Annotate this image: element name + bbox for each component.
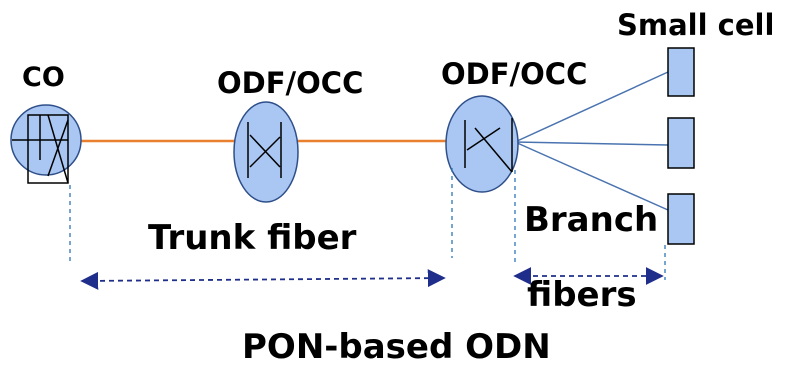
trunk-fiber-label: Trunk fiber	[148, 218, 357, 258]
dashed-guides	[69, 168, 666, 280]
odf-occ-label-1: ODF/OCC	[217, 66, 364, 100]
odf-occ-label-2: ODF/OCC	[441, 57, 588, 91]
odf-occ-node-1	[233, 101, 299, 203]
small-cell-1	[667, 47, 695, 97]
branch-fiber-lines	[514, 71, 669, 211]
diagram-title: PON-based ODN	[242, 327, 551, 367]
trunk-span-arrow	[80, 269, 446, 290]
small-cell-3	[667, 193, 695, 245]
small-cell-label: Small cell	[617, 8, 775, 42]
co-node	[10, 104, 82, 184]
small-cells	[667, 47, 695, 245]
branch-label: Branch	[524, 200, 659, 240]
small-cell-2	[667, 117, 695, 169]
odf-occ-node-2	[445, 95, 519, 193]
co-label: CO	[22, 62, 65, 93]
fibers-label: fibers	[527, 275, 637, 315]
